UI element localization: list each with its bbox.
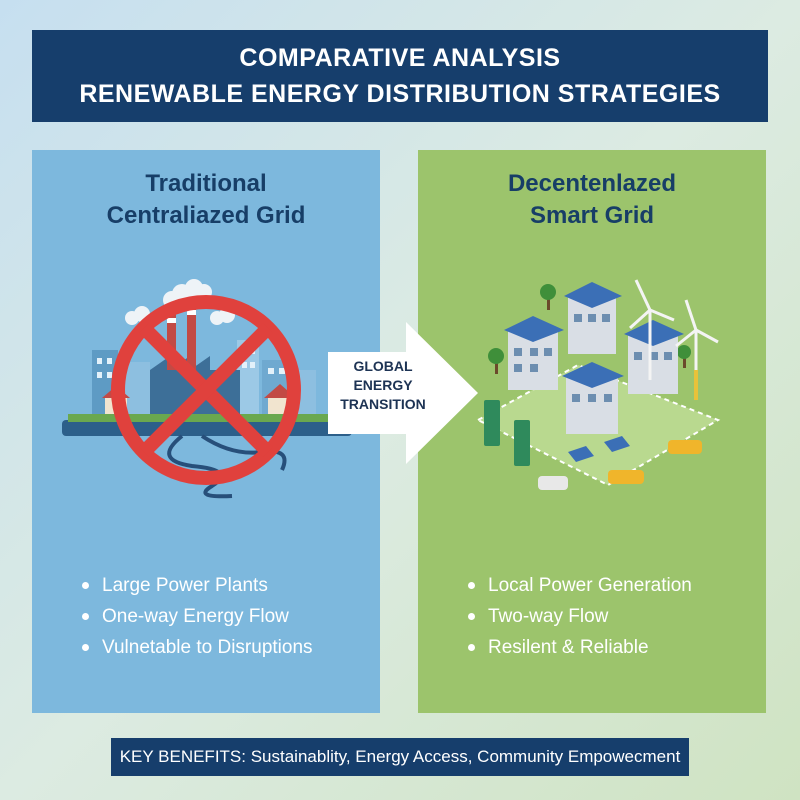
transition-label: GLOBAL ENERGY TRANSITION xyxy=(338,357,428,414)
right-arrow-icon xyxy=(328,322,478,464)
list-item: Resilent & Reliable xyxy=(468,632,692,663)
header-title-line2: RENEWABLE ENERGY DISTRIBUTION STRATEGIES xyxy=(79,80,721,108)
smart-grid-title-line1: Decentenlazed xyxy=(507,170,677,197)
traditional-grid-bullets: Large Power Plants One-way Energy Flow V… xyxy=(82,570,313,663)
traditional-grid-title-line1: Traditional xyxy=(145,170,267,197)
traditional-grid-title-line2: Centraliazed Grid xyxy=(106,202,306,229)
list-item: Local Power Generation xyxy=(468,570,692,601)
smart-grid-title-line2: Smart Grid xyxy=(529,202,655,229)
header-banner: COMPARATIVE ANALYSIS RENEWABLE ENERGY DI… xyxy=(32,30,768,122)
transition-label-line1: GLOBAL xyxy=(353,358,413,374)
traditional-grid-title: Traditional Centraliazed Grid xyxy=(32,168,380,232)
key-benefits-footer: KEY BENEFITS: Sustainablity, Energy Acce… xyxy=(111,738,689,776)
smart-grid-panel: Decentenlazed Smart Grid xyxy=(418,150,766,713)
smart-grid-neighborhood-icon xyxy=(475,279,721,490)
list-item: One-way Energy Flow xyxy=(82,601,313,632)
list-item: Two-way Flow xyxy=(468,601,692,632)
header-title-line1: COMPARATIVE ANALYSIS xyxy=(239,44,561,72)
list-item: Large Power Plants xyxy=(82,570,313,601)
traditional-grid-panel: Traditional Centraliazed Grid xyxy=(32,150,380,713)
list-item: Vulnetable to Disruptions xyxy=(82,632,313,663)
prohibited-power-plant-icon xyxy=(62,279,352,499)
transition-label-line2: ENERGY xyxy=(353,377,413,393)
transition-label-line3: TRANSITION xyxy=(340,396,426,412)
smart-grid-title: Decentenlazed Smart Grid xyxy=(418,168,766,232)
smart-grid-bullets: Local Power Generation Two-way Flow Resi… xyxy=(468,570,692,663)
